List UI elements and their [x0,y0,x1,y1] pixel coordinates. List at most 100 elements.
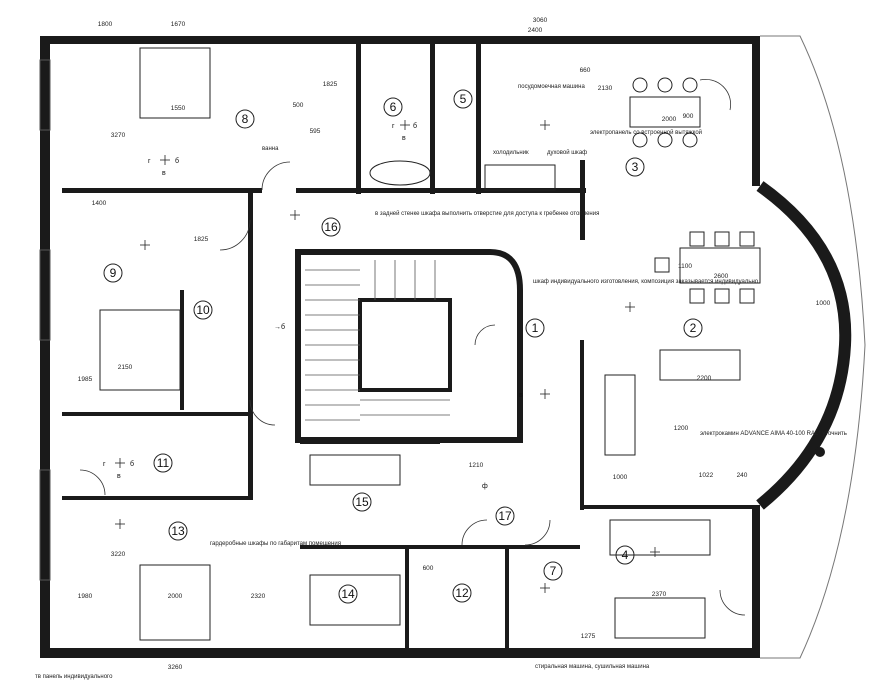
room-3: 3 [632,160,639,174]
dim-label: 900 [683,113,694,120]
socket-letters: г б в г б в г б в →б в ф [103,122,523,490]
dim-label: 1022 [699,472,714,479]
socket-letter: б [413,122,417,130]
room-7: 7 [550,564,557,578]
dim-label: 1800 [98,21,113,28]
room-16: 16 [324,220,338,234]
chairs [632,77,755,304]
interior-walls [62,44,760,655]
corner-label: в [519,392,523,399]
note-fridge: холодильник [493,150,529,156]
socket-letter: г [148,158,151,165]
sofa-room4b [614,597,706,639]
dim-label: 3060 [533,17,548,24]
dim-label: 2370 [652,591,667,598]
socket-letter: г [392,123,395,130]
corner-label: ф [482,483,488,490]
bed-room8 [139,47,211,119]
note-oven: духовой шкаф [547,149,587,156]
room-labels: 1 2 3 4 5 6 7 8 9 10 11 12 13 14 15 16 1… [103,89,703,604]
bed-room13 [139,564,211,641]
room-2: 2 [690,321,697,335]
room-15: 15 [355,495,369,509]
dim-label: 1670 [171,21,186,28]
kitchen-counter [484,164,556,191]
dim-label: 3260 [168,664,183,671]
arrow-label: →б [274,323,285,331]
socket-letter: б [175,157,179,165]
dim-label: 2600 [714,273,729,280]
note-back-wall: в задней стенке шкафа выполнить отверсти… [375,210,599,217]
dim-label: 3270 [111,132,126,139]
dim-label: 1980 [78,593,93,600]
room-6: 6 [390,100,397,114]
dining-table [679,247,761,284]
dim-label: 1400 [92,200,107,207]
dim-label: 2130 [598,85,613,92]
furniture [99,47,761,641]
dim-label: 2400 [528,27,543,34]
dim-label: 1550 [171,105,186,112]
room-4: 4 [622,548,629,562]
note-bathroom: ванна [262,146,279,152]
dim-label: 2000 [662,116,677,123]
room-13: 13 [171,524,185,538]
room-1: 1 [532,321,539,335]
bay-window [756,35,866,659]
dim-label: 2150 [118,364,133,371]
room-12: 12 [455,586,469,600]
note-fireplace: электрокамин ADVANCE AIMA 40-100 RAL* ут… [700,431,847,437]
dim-label: 1275 [581,633,596,640]
bed-room9 [99,309,181,391]
wardrobe-15 [309,454,401,486]
dim-label: 660 [580,67,591,74]
socket-letter: в [402,135,406,142]
note-electric-panel: электропанель со встроенной вытяжкой [590,129,702,136]
bathtub [369,160,431,186]
dim-label: 2000 [168,593,183,600]
dim-label: 1985 [78,376,93,383]
left-windows [39,59,51,581]
kitchen-table [629,96,701,128]
dim-label: 3220 [111,551,126,558]
dim-label: 500 [293,102,304,109]
dim-label: 595 [310,128,321,135]
note-washer: стиральная машина, сушильная машина [535,664,650,670]
sofa-room2 [659,349,741,381]
sofa-room4 [609,519,711,556]
dim-label: 1200 [674,425,689,432]
socket-markers [115,120,660,593]
socket-letter: б [130,460,134,468]
socket-letter: в [117,473,121,480]
wardrobe-14 [309,574,401,626]
dim-label: 600 [423,565,434,572]
socket-letter: г [103,461,106,468]
room-8: 8 [242,112,249,126]
dimension-labels: 1800 1670 3060 2400 2130 660 2000 900 18… [78,17,831,671]
dim-label: 1825 [323,81,338,88]
room-5: 5 [460,92,467,106]
dim-label: 2200 [697,375,712,382]
annotations: посудомоечная машина электропанель со вс… [35,84,847,680]
dim-label: 1100 [678,263,692,270]
dim-label: 1000 [816,300,831,307]
sofa-room1 [604,374,636,456]
room-17: 17 [498,509,512,523]
staircase [295,249,523,443]
room-14: 14 [341,587,355,601]
exterior-walls [40,36,760,658]
dim-label: 1825 [194,236,209,243]
note-custom-cabinet: шкаф индивидуального изготовления, компо… [533,279,759,285]
dim-label: 1000 [613,474,628,481]
note-tv-panel: тв панель индивидуального [35,674,113,680]
doors [79,79,746,616]
room-9: 9 [110,266,117,280]
dim-label: 240 [737,472,748,479]
note-wardrobes: гардеробные шкафы по габаритам помещения [210,541,341,547]
note-dishwasher: посудомоечная машина [518,84,585,90]
dim-label: 2320 [251,593,266,600]
socket-letter: в [162,170,166,177]
room-10: 10 [196,303,210,317]
